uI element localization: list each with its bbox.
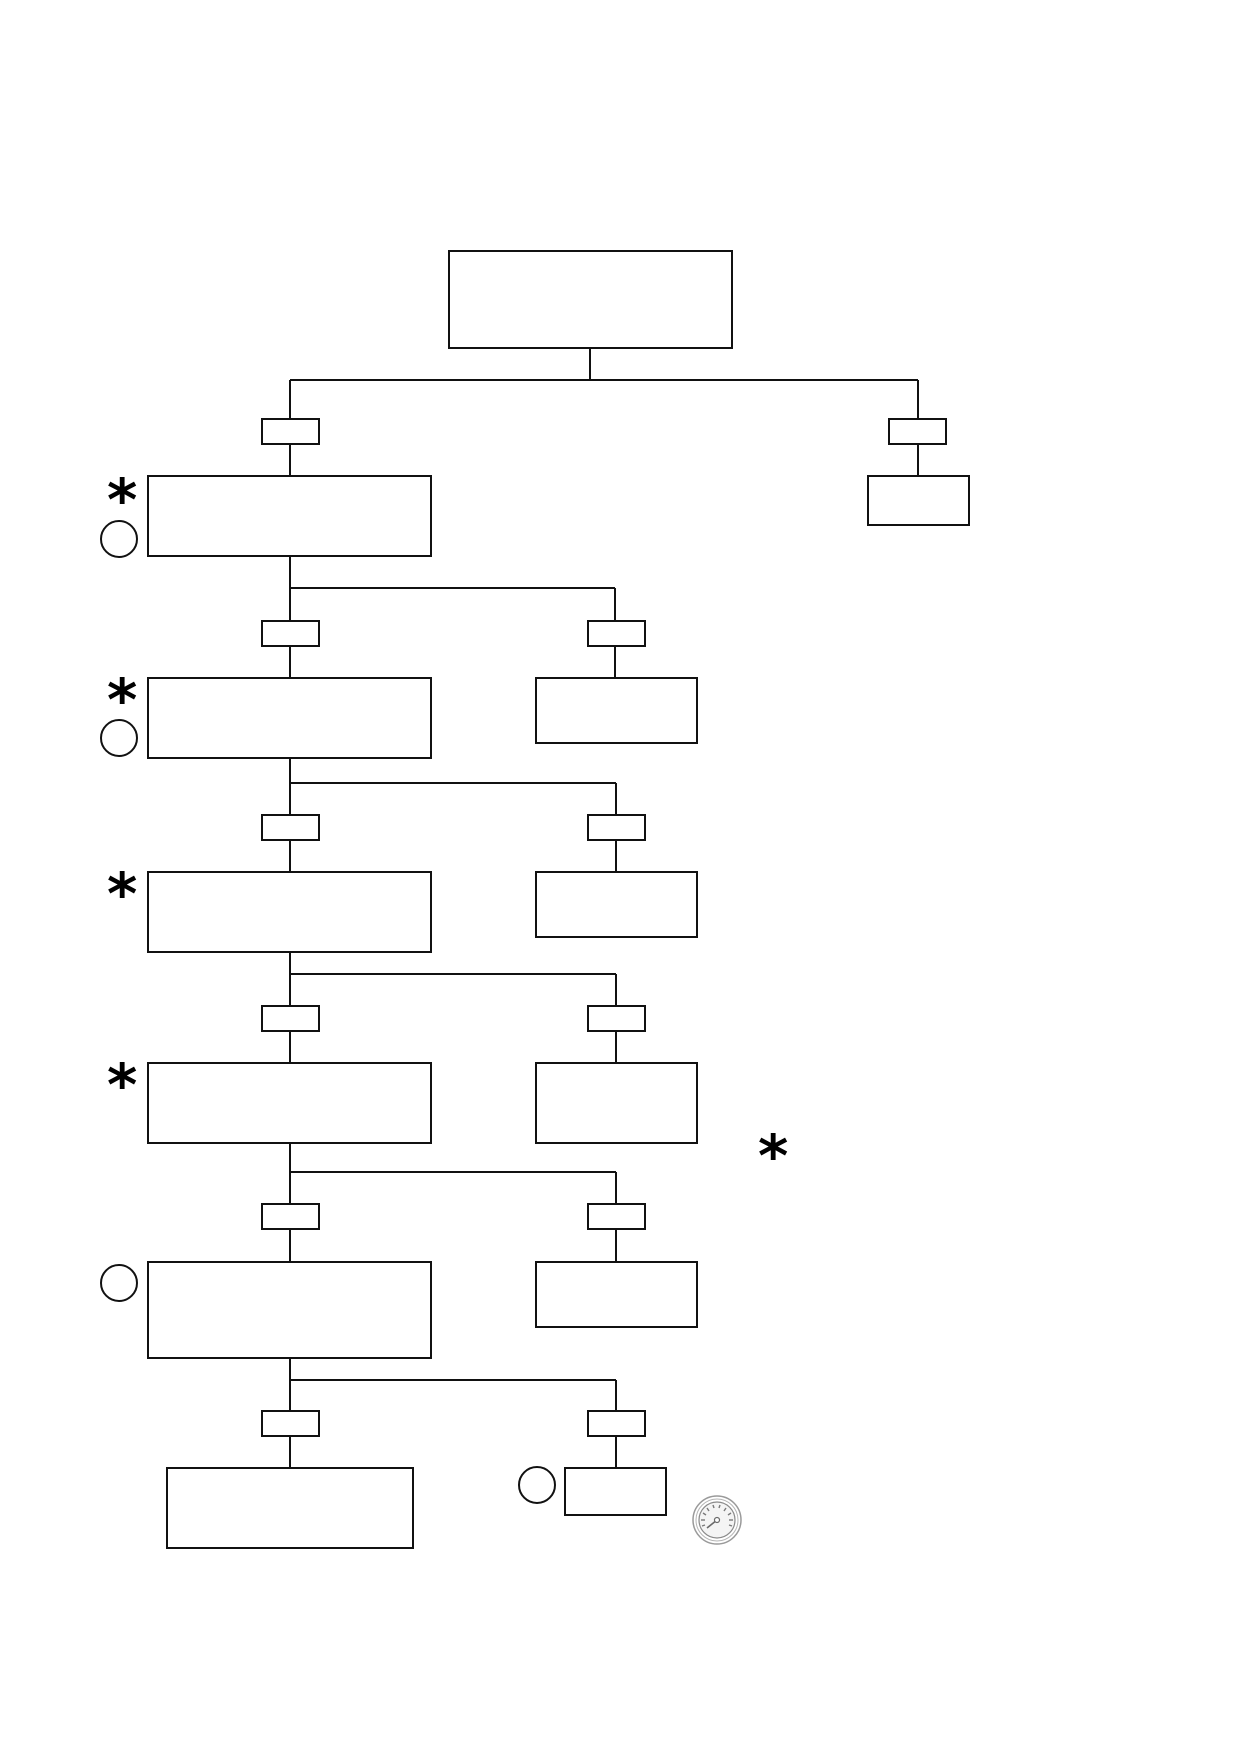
left-node-6 <box>166 1467 414 1549</box>
connector-label <box>587 1410 646 1437</box>
connector-label <box>261 1410 320 1437</box>
star-marker: * <box>107 466 137 534</box>
circle-markers <box>100 520 556 1504</box>
connector-label <box>587 1005 646 1032</box>
connector-label <box>261 814 320 841</box>
connector-label <box>587 620 646 647</box>
right-node-6 <box>564 1467 667 1516</box>
right-node-3 <box>535 871 698 938</box>
circle-marker-icon <box>518 1466 556 1504</box>
left-node-4 <box>147 1062 432 1144</box>
left-node-5 <box>147 1261 432 1359</box>
root-node <box>448 250 733 349</box>
connector-label <box>587 814 646 841</box>
process-nodes <box>147 250 970 1549</box>
connector-label <box>261 620 320 647</box>
right-node-4 <box>535 1062 698 1144</box>
right-node-top <box>867 475 970 526</box>
circle-marker-icon <box>100 520 138 558</box>
left-node-2 <box>147 677 432 759</box>
right-node-5 <box>535 1261 698 1328</box>
connector-label <box>261 418 320 445</box>
connector-label <box>261 1005 320 1032</box>
right-node-2 <box>535 677 698 744</box>
star-markers: * * * * * <box>107 466 788 1190</box>
star-marker: * <box>107 666 137 734</box>
circle-marker-icon <box>100 719 138 757</box>
connector-label <box>261 1203 320 1230</box>
star-marker: * <box>107 1051 137 1119</box>
left-node-1 <box>147 475 432 557</box>
left-node-3 <box>147 871 432 953</box>
star-marker: * <box>758 1122 788 1190</box>
speedometer-icon <box>692 1495 742 1545</box>
connector-label <box>888 418 947 445</box>
connector-labels <box>261 418 947 1437</box>
star-marker: * <box>107 860 137 928</box>
connector-label <box>587 1203 646 1230</box>
circle-marker-icon <box>100 1264 138 1302</box>
